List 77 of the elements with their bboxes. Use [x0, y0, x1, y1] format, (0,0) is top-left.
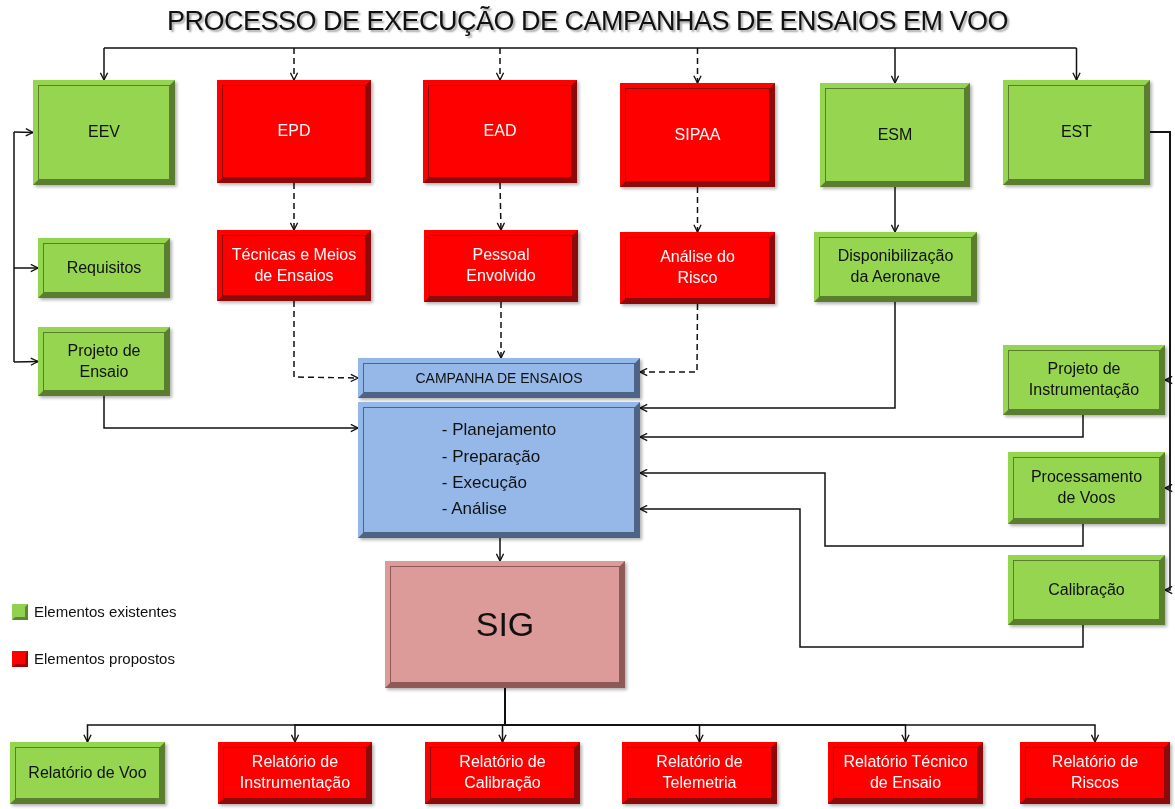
arrow [13, 263, 39, 273]
node-label: Relatório de Telemetria [655, 752, 744, 793]
arrow [495, 47, 505, 81]
process-box [1008, 452, 1165, 524]
arrow [639, 301, 896, 413]
node-label: Relatório de Calibração [458, 752, 547, 793]
arrow [289, 47, 299, 81]
campaign-box [358, 402, 640, 538]
node-label: Calibração [1048, 579, 1125, 600]
node-label: ESM [877, 124, 913, 145]
node-label: Relatório de Instrumentação [238, 752, 352, 793]
diagram-title: PROCESSO DE EXECUÇÃO DE CAMPANHAS DE ENSAIOS EM VOO [165, 6, 1010, 37]
arrow [99, 47, 109, 81]
node-label: EPD [277, 121, 311, 142]
node-label: Disponibilização da Aeronave [836, 246, 955, 287]
node-label: CAMPANHA DE ENSAIOS [415, 368, 583, 388]
process-box [828, 742, 983, 804]
arrow [495, 537, 505, 562]
process-box [1008, 555, 1165, 625]
process-box [814, 232, 977, 302]
process-box [620, 83, 775, 187]
node-label: Análise do Risco [659, 247, 736, 288]
arrow [639, 504, 1084, 648]
node-label: Técnicas e Meios de Ensaios [230, 244, 358, 286]
process-box [38, 327, 170, 396]
process-box [820, 83, 970, 187]
process-box [622, 742, 777, 804]
node-label: Pessoal Envolvido [465, 245, 537, 286]
process-box [1020, 742, 1170, 804]
arrow [496, 182, 506, 231]
list-item: - Planejamento [441, 419, 557, 442]
process-box [218, 742, 372, 804]
node-label: Relatório de Voo [28, 762, 147, 783]
arrow [103, 395, 359, 433]
process-box [424, 230, 578, 302]
arrow [693, 186, 702, 233]
arrow [289, 182, 299, 231]
node-label: Relatório Técnico de Ensaio [843, 752, 968, 793]
legend-label: Elementos existentes [34, 603, 177, 620]
process-box [10, 742, 165, 804]
node-label: EST [1060, 122, 1093, 143]
arrow [13, 357, 39, 366]
node-label: Relatório de Riscos [1050, 752, 1140, 793]
node-label: SIPAA [674, 124, 721, 145]
process-box [217, 230, 371, 301]
node-label: Processamento de Voos [1029, 467, 1144, 508]
process-box [33, 80, 175, 185]
arrow [13, 128, 34, 137]
arrow [1149, 131, 1173, 595]
arrow [1072, 47, 1081, 81]
list-item: - Execução [441, 472, 527, 494]
node-label: Projeto de Ensaio [66, 340, 142, 382]
arrow [639, 468, 1084, 547]
process-box [423, 80, 577, 183]
process-box [38, 238, 170, 298]
node-label: EEV [88, 122, 120, 143]
process-box [217, 80, 371, 183]
arrow [693, 47, 702, 84]
node-label: Projeto de Instrumentação [1027, 359, 1141, 400]
arrow [293, 300, 359, 383]
process-box [620, 232, 775, 304]
node-label: Requisitos [66, 257, 142, 278]
arrow [890, 186, 900, 233]
process-box [1003, 80, 1150, 185]
process-box [385, 561, 625, 688]
arrow [639, 303, 699, 377]
node-label: EAD [483, 121, 517, 142]
legend-label: Elementos propostos [34, 650, 175, 667]
list-item: - Análise [441, 498, 508, 521]
campaign-box [358, 358, 640, 398]
list-item: - Preparação [441, 445, 541, 468]
process-box [425, 742, 580, 804]
node-label: SIG [475, 604, 535, 646]
arrow [639, 414, 1084, 442]
arrow [496, 301, 506, 359]
process-box [1003, 345, 1165, 415]
arrow [890, 47, 900, 84]
